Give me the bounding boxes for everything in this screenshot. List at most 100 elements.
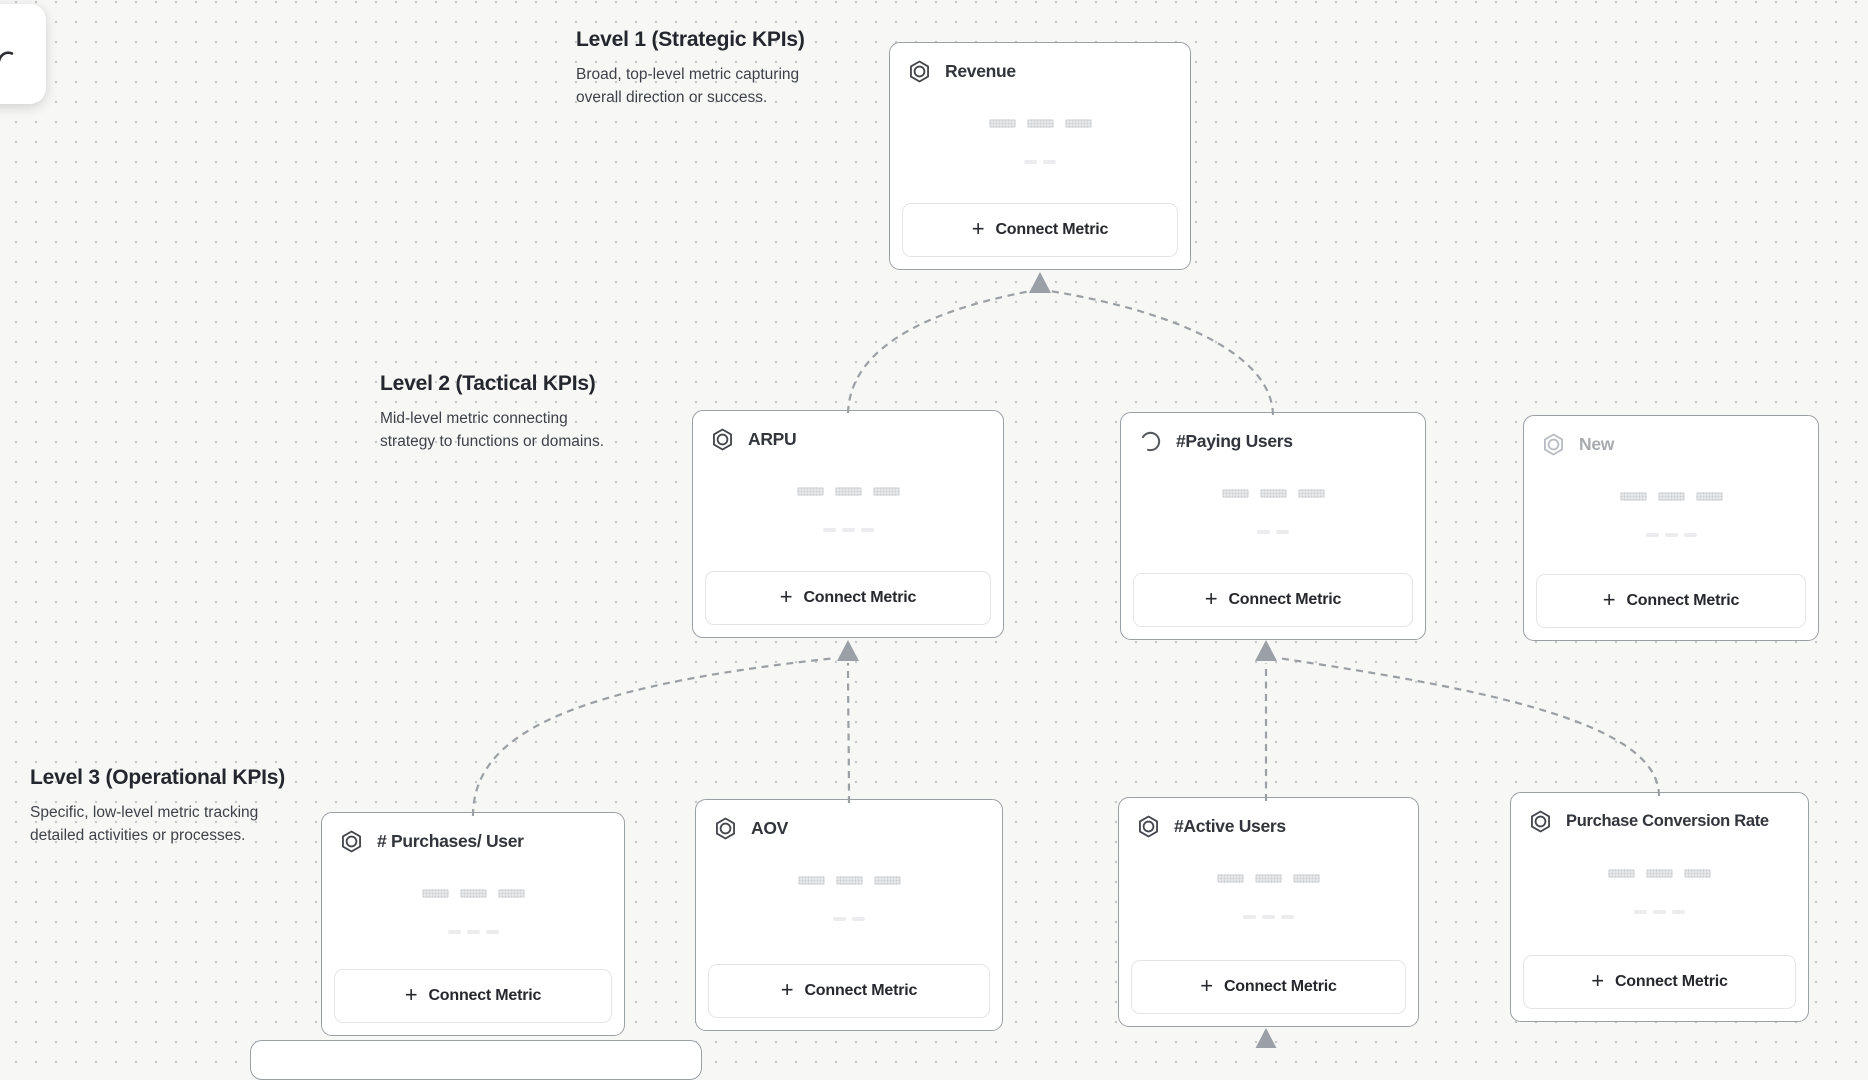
- metric-skeleton-placeholder: [322, 889, 624, 898]
- connect-metric-button[interactable]: + Connect Metric: [1523, 955, 1796, 1009]
- level-2-description: Mid-level metric connecting strategy to …: [380, 407, 604, 453]
- card-header: #Active Users: [1119, 798, 1418, 839]
- plus-icon: +: [779, 584, 793, 609]
- metric-skeleton-placeholder: [693, 528, 1003, 532]
- connector-purchases-to-arpu: [471, 656, 837, 817]
- card-header: New: [1524, 416, 1818, 457]
- connect-metric-button[interactable]: + Connect Metric: [334, 969, 612, 1023]
- hexagon-metric-icon: [710, 427, 735, 452]
- metric-card-title: AOV: [751, 818, 789, 838]
- card-header: AOV: [696, 800, 1002, 841]
- hexagon-metric-icon: [1528, 809, 1553, 834]
- connector-aov-to-arpu: [846, 662, 851, 804]
- metric-card-title: #Paying Users: [1176, 431, 1293, 451]
- level-3-description-line-2: detailed activities or processes.: [30, 827, 246, 844]
- connect-metric-label: Connect Metric: [1228, 591, 1342, 608]
- metric-card-title: #Active Users: [1174, 816, 1286, 836]
- hexagon-metric-icon: [1541, 432, 1566, 457]
- metric-skeleton-placeholder: [322, 930, 624, 934]
- level-1-title: Level 1 (Strategic KPIs): [576, 28, 805, 51]
- metric-card-partial-bottom[interactable]: [250, 1040, 702, 1080]
- plus-icon: +: [1602, 587, 1616, 612]
- hexagon-metric-icon: [339, 829, 364, 854]
- metric-skeleton-placeholder: [1511, 869, 1808, 878]
- connect-metric-label: Connect Metric: [804, 982, 918, 999]
- level-2-description-line-2: strategy to functions or domains.: [380, 433, 605, 450]
- metric-card-title: Purchase Conversion Rate: [1566, 812, 1769, 830]
- metric-card-title: ARPU: [748, 429, 797, 449]
- arrowhead-into-paying-users: [1255, 640, 1277, 661]
- metric-card-aov[interactable]: AOV + Connect Metric: [695, 799, 1003, 1031]
- connect-metric-button[interactable]: + Connect Metric: [705, 571, 991, 625]
- metric-card-title: Revenue: [945, 61, 1016, 81]
- arrowhead-into-revenue: [1029, 272, 1051, 293]
- level-3-description-line-1: Specific, low-level metric tracking: [30, 804, 259, 821]
- card-header: #Paying Users: [1121, 413, 1425, 454]
- connect-metric-button[interactable]: + Connect Metric: [902, 203, 1178, 257]
- connect-metric-button[interactable]: + Connect Metric: [1131, 960, 1406, 1014]
- connector-arpu-to-revenue: [846, 289, 1032, 414]
- metric-card-purchases-per-user[interactable]: # Purchases/ User + Connect Metric: [321, 812, 625, 1036]
- metric-card-revenue[interactable]: Revenue + Connect Metric: [889, 42, 1191, 270]
- metric-skeleton-placeholder: [1119, 874, 1418, 883]
- connector-pcr-to-paying-users: [1277, 656, 1661, 797]
- hexagon-metric-icon: [713, 816, 738, 841]
- metric-skeleton-placeholder: [1524, 492, 1818, 501]
- level-1-description-line-2: overall direction or success.: [576, 89, 768, 106]
- plus-icon: +: [780, 977, 794, 1002]
- connect-metric-label: Connect Metric: [1223, 978, 1337, 995]
- connect-metric-label: Connect Metric: [428, 987, 542, 1004]
- metric-skeleton-placeholder: [1121, 530, 1425, 534]
- card-header: Revenue: [890, 43, 1190, 84]
- level-2-heading-group: Level 2 (Tactical KPIs) Mid-level metric…: [380, 372, 604, 453]
- metric-skeleton-placeholder: [1119, 915, 1418, 919]
- metric-skeleton-placeholder: [1511, 910, 1808, 914]
- plus-icon: +: [1200, 973, 1213, 998]
- metric-skeleton-placeholder: [890, 160, 1190, 164]
- metric-skeleton-placeholder: [696, 917, 1002, 921]
- metric-card-title: New: [1579, 434, 1615, 454]
- level-1-description-line-1: Broad, top-level metric capturing: [576, 66, 800, 83]
- connector-paying-users-to-revenue: [1049, 289, 1275, 416]
- level-1-description: Broad, top-level metric capturing overal…: [576, 63, 805, 109]
- level-3-description: Specific, low-level metric tracking deta…: [30, 801, 285, 847]
- connect-metric-label: Connect Metric: [803, 589, 917, 606]
- plus-icon: +: [1204, 586, 1218, 611]
- metric-card-new[interactable]: New + Connect Metric: [1523, 415, 1819, 641]
- plus-icon: +: [1591, 968, 1604, 993]
- loading-spinner-icon: [1138, 429, 1163, 454]
- metric-skeleton-placeholder: [890, 119, 1190, 128]
- level-3-heading-group: Level 3 (Operational KPIs) Specific, low…: [30, 766, 285, 847]
- arrowhead-into-active-users: [1255, 1028, 1277, 1048]
- level-1-heading-group: Level 1 (Strategic KPIs) Broad, top-leve…: [576, 28, 805, 109]
- plus-icon: +: [404, 982, 418, 1007]
- connect-metric-label: Connect Metric: [995, 221, 1109, 238]
- metric-skeleton-placeholder: [1121, 489, 1425, 498]
- card-header: # Purchases/ User: [322, 813, 624, 854]
- metric-skeleton-placeholder: [696, 876, 1002, 885]
- metric-card-paying-users[interactable]: #Paying Users + Connect Metric: [1120, 412, 1426, 640]
- metric-card-purchase-conversion-rate[interactable]: Purchase Conversion Rate + Connect Metri…: [1510, 792, 1809, 1022]
- level-2-description-line-1: Mid-level metric connecting: [380, 410, 568, 427]
- hexagon-metric-icon: [1136, 814, 1161, 839]
- card-header: ARPU: [693, 411, 1003, 452]
- hexagon-metric-icon: [907, 59, 932, 84]
- card-header: Purchase Conversion Rate: [1511, 793, 1808, 834]
- floating-tool-panel[interactable]: [0, 4, 46, 104]
- metric-skeleton-placeholder: [1524, 533, 1818, 537]
- metric-card-arpu[interactable]: ARPU + Connect Metric: [692, 410, 1004, 638]
- level-2-title: Level 2 (Tactical KPIs): [380, 372, 596, 395]
- level-3-title: Level 3 (Operational KPIs): [30, 766, 286, 789]
- plus-icon: +: [971, 216, 985, 241]
- metric-card-title: # Purchases/ User: [377, 831, 524, 851]
- connect-metric-button[interactable]: + Connect Metric: [1133, 573, 1413, 627]
- connect-metric-button[interactable]: + Connect Metric: [1536, 574, 1806, 628]
- connect-metric-label: Connect Metric: [1614, 973, 1728, 990]
- arrowhead-into-arpu: [837, 640, 859, 661]
- connect-metric-button[interactable]: + Connect Metric: [708, 964, 990, 1018]
- metric-card-active-users[interactable]: #Active Users + Connect Metric: [1118, 797, 1419, 1027]
- connector-offscreen-to-active-users: [1261, 1033, 1267, 1048]
- connect-metric-label: Connect Metric: [1626, 592, 1740, 609]
- metric-skeleton-placeholder: [693, 487, 1003, 496]
